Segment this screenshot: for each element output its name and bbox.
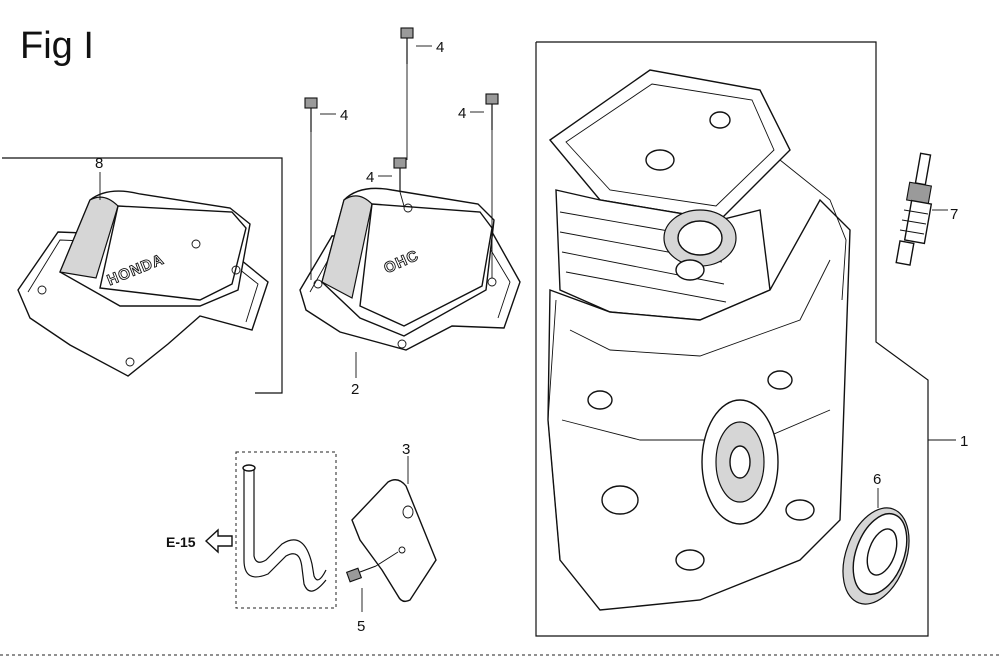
callout-7: 7 xyxy=(950,206,958,223)
callout-6: 6 xyxy=(873,471,881,488)
head-cover-ohc: OHC xyxy=(299,187,521,351)
bolt-hole xyxy=(397,339,407,349)
bolt-hole xyxy=(403,203,413,213)
cylinder-block xyxy=(547,69,851,611)
callout-1: 1 xyxy=(960,433,968,450)
breather-tube xyxy=(242,464,327,592)
callout-2: 2 xyxy=(351,381,359,398)
bolt-icon xyxy=(304,97,318,280)
bolt-hole xyxy=(37,285,47,295)
callout-8: 8 xyxy=(95,155,103,172)
callout-4c: 4 xyxy=(458,105,466,122)
bolt-icon xyxy=(345,551,399,583)
ref-label-e15: E-15 xyxy=(166,534,196,550)
breather-tube-box xyxy=(235,451,337,609)
part-1-frame xyxy=(535,41,929,637)
callout-4b: 4 xyxy=(340,107,348,124)
bolt-icon xyxy=(393,157,407,207)
bolt-hole xyxy=(125,357,135,367)
breather-plate xyxy=(351,479,437,603)
oil-seal xyxy=(842,507,910,605)
bolt-icon xyxy=(400,27,414,160)
bolt-hole xyxy=(231,265,241,275)
bolt-hole xyxy=(313,279,323,289)
spark-plug xyxy=(895,152,933,266)
group-divider xyxy=(2,157,283,394)
callout-3: 3 xyxy=(402,441,410,458)
bolt-icon xyxy=(485,93,499,278)
callout-4d: 4 xyxy=(366,169,374,186)
hollow-arrow-left-icon xyxy=(204,528,233,554)
callout-4a: 4 xyxy=(436,39,444,56)
bolt-hole xyxy=(191,239,201,249)
callout-5: 5 xyxy=(357,618,365,635)
figure-title: Fig I xyxy=(20,25,94,67)
head-cover-honda: HONDA xyxy=(17,190,269,377)
